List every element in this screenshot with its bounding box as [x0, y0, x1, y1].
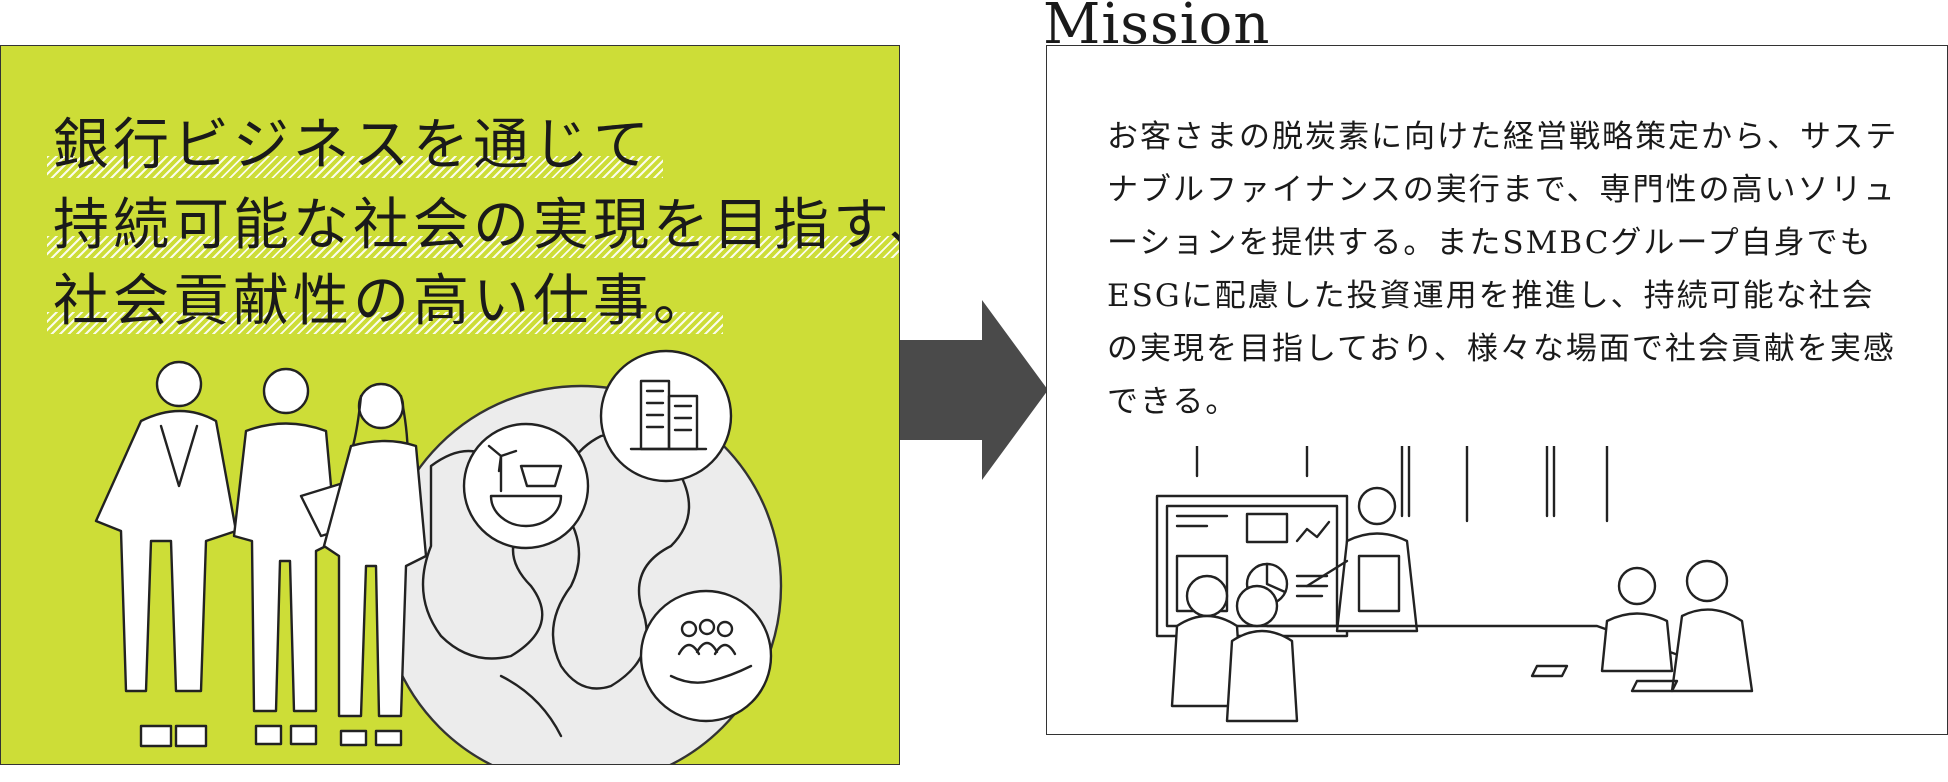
left-panel: 銀行ビジネスを通じて 持続可能な社会の実現を目指す、 社会貢献性の高い仕事。 [0, 45, 900, 765]
headline-line-1: 銀行ビジネスを通じて [47, 113, 663, 178]
mission-body-text: お客さまの脱炭素に向けた経営戦略策定から、サステナブルファイナンスの実行まで、専… [1107, 119, 1899, 420]
right-panel: お客さまの脱炭素に向けた経営戦略策定から、サステナブルファイナンスの実行まで、専… [1046, 45, 1948, 735]
presenter-figure [1305, 486, 1419, 633]
seated-woman-right [1600, 566, 1674, 673]
right-arrow-icon [900, 300, 1048, 480]
renewable-energy-icon [462, 422, 590, 550]
business-team-illustration [94, 349, 783, 764]
businessman-figure [94, 360, 238, 748]
meeting-presentation-illustration [1155, 446, 1754, 723]
office-building-icon [599, 349, 733, 483]
headline-line-2: 持続可能な社会の実現を目指す、 [47, 194, 899, 258]
people-support-icon [639, 589, 773, 723]
woman-presenter-figure [322, 382, 428, 747]
seated-woman-left [1225, 584, 1299, 723]
headline-line-3: 社会貢献性の高い仕事。 [47, 269, 723, 334]
seated-man-right [1670, 559, 1754, 693]
